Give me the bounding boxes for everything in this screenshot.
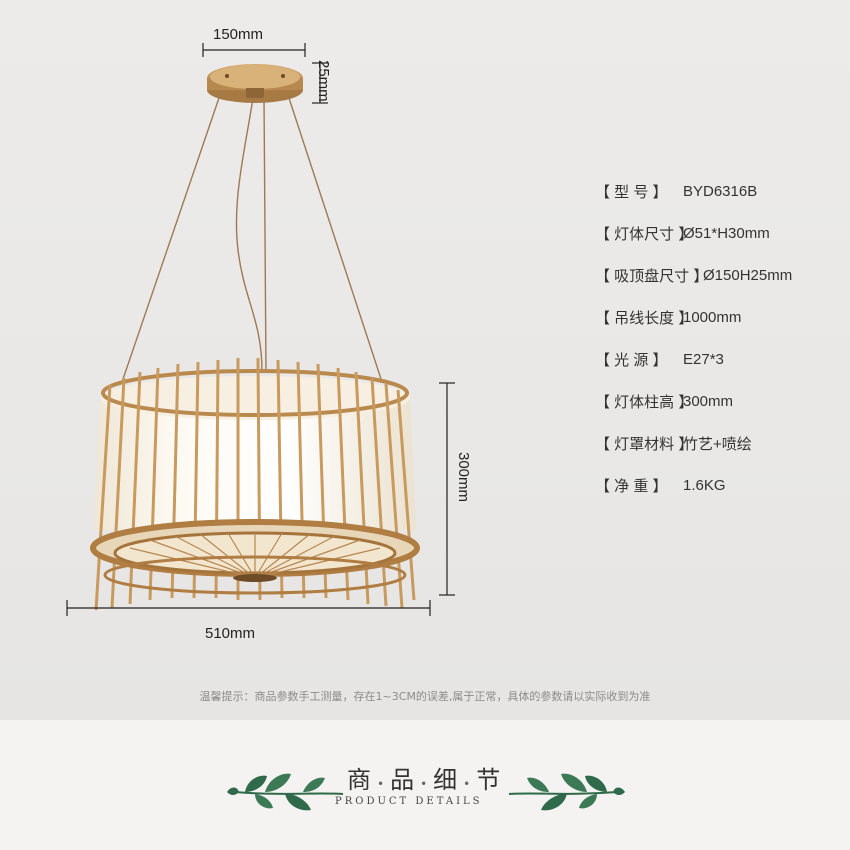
ceiling-canopy: [207, 64, 303, 103]
title-char: 品: [390, 766, 417, 794]
spec-value: BYD6316B: [683, 182, 758, 200]
canopy-height-label: 25mm: [315, 60, 332, 102]
measurement-note: 温馨提示：商品参数手工测量，存在1~3CM的误差,属于正常，具体的参数请以实际收…: [199, 690, 651, 703]
shade-height-dimension-line: [439, 382, 455, 596]
spec-list: 【 型 号 】 BYD6316B 【 灯体尺寸 】Ø51*H30mm 【 吸顶盘尺…: [595, 170, 845, 506]
shade-height-label: 300mm: [455, 452, 472, 503]
shade-width-dimension-line: [66, 600, 431, 616]
spec-row: 【 净 重 】 1.6KG: [595, 464, 845, 506]
spec-row: 【 吸顶盘尺寸 】Ø150H25mm: [595, 254, 845, 296]
left-leaf-ornament-icon: [227, 773, 344, 811]
spec-label: 【 吸顶盘尺寸 】: [595, 267, 709, 285]
section-title: 商•品•细•节: [347, 766, 503, 794]
title-char: 细: [433, 766, 460, 794]
product-details-banner: 商•品•细•节 PRODUCT DETAILS: [0, 720, 850, 850]
spec-value: E27*3: [683, 350, 724, 368]
spec-value: 1.6KG: [683, 476, 726, 494]
suspension-wires: [121, 94, 383, 383]
section-subtitle: PRODUCT DETAILS: [335, 796, 483, 807]
title-char: 节: [476, 766, 503, 794]
spec-value: 竹艺+喷绘: [683, 435, 752, 453]
pendant-lamp-illustration: [66, 43, 455, 616]
top-width-label: 150mm: [213, 26, 264, 43]
spec-row: 【 灯罩材料 】竹艺+喷绘: [595, 422, 845, 464]
spec-value: Ø51*H30mm: [683, 224, 770, 242]
shade-width-label: 510mm: [205, 625, 256, 642]
title-char: 商: [347, 766, 373, 794]
spec-label: 【 净 重 】: [595, 477, 668, 495]
spec-label: 【 灯罩材料 】: [595, 435, 694, 453]
spec-row: 【 型 号 】 BYD6316B: [595, 170, 845, 212]
spec-value: Ø150H25mm: [703, 266, 793, 284]
spec-label: 【 灯体柱高 】: [595, 393, 694, 411]
canopy-height-dimension-line: [312, 62, 328, 104]
product-image-area: 150mm 25mm 300mm 510mm 【 型 号 】 BYD6316B 【…: [0, 0, 850, 720]
top-width-dimension-line: [202, 43, 306, 57]
right-leaf-ornament-icon: [508, 773, 625, 811]
spec-row: 【 灯体尺寸 】Ø51*H30mm: [595, 212, 845, 254]
spec-row: 【 灯体柱高 】300mm: [595, 380, 845, 422]
spec-label: 【 吊线长度 】: [595, 309, 694, 327]
spec-value: 300mm: [683, 392, 734, 410]
spec-label: 【 灯体尺寸 】: [595, 225, 694, 243]
lamp-shade: [90, 357, 420, 611]
spec-row: 【 光 源 】 E27*3: [595, 338, 845, 380]
spec-label: 【 型 号 】: [595, 183, 668, 201]
spec-value: 1000mm: [683, 308, 742, 326]
spec-row: 【 吊线长度 】1000mm: [595, 296, 845, 338]
spec-label: 【 光 源 】: [595, 351, 668, 369]
